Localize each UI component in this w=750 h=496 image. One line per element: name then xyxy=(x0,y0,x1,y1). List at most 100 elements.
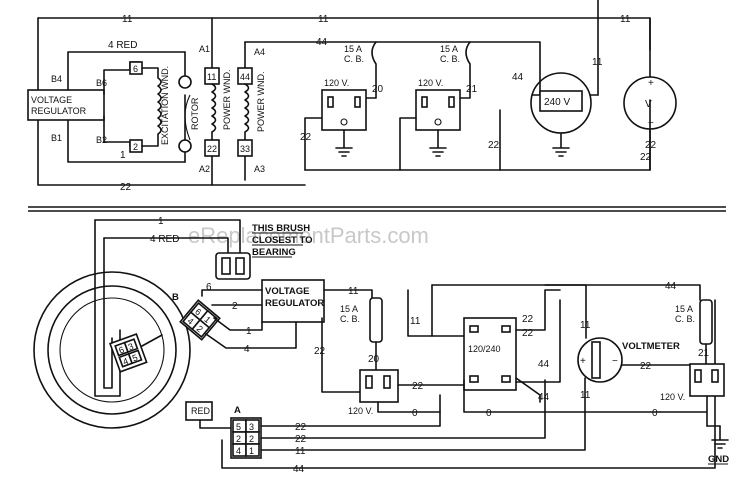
ground-symbol-1 xyxy=(335,129,353,157)
wire-22-reg xyxy=(321,317,361,393)
connector-b: 6 1 4 2 xyxy=(179,299,221,341)
wire-4red xyxy=(103,237,229,254)
conn-a-pin-label: 5 xyxy=(236,422,241,432)
rec-slot xyxy=(365,375,373,389)
regulator-label: REGULATOR xyxy=(31,106,87,116)
receptacle-120v-2 xyxy=(415,89,461,131)
red-lead xyxy=(199,419,231,429)
voltmeter-label: V xyxy=(645,99,652,110)
gnd-label: GND xyxy=(708,454,729,465)
rotor-lead xyxy=(141,334,163,347)
bottom-pictorial: eReplacementParts.com 1 4 RED 6 3 4 5 TH xyxy=(33,216,729,475)
wire-44-240 xyxy=(515,377,541,403)
rec-label: 120 V. xyxy=(418,78,443,88)
wire-label: 22 xyxy=(295,422,307,433)
terminal-label: B2 xyxy=(96,135,107,145)
conn-b-pin-label: 1 xyxy=(202,314,212,325)
wire-label: 0 xyxy=(652,408,658,419)
terminal-num: 11 xyxy=(207,72,216,82)
wire-0-rec xyxy=(377,401,441,413)
wire-label: 11 xyxy=(318,14,329,25)
voltage-regulator-box xyxy=(27,89,105,121)
power-wnd-label-2: POWER WND. xyxy=(256,72,266,133)
terminal-num: 22 xyxy=(207,144,217,154)
wire-11-voltmeter xyxy=(597,17,651,78)
wire-label: 11 xyxy=(348,286,359,297)
cb-label: 15 A xyxy=(675,304,693,314)
rec-terminal xyxy=(501,325,511,333)
wire-22-rec1 xyxy=(304,117,323,171)
rec-slot xyxy=(711,369,719,383)
rotor-label: ROTOR xyxy=(190,97,200,130)
terminal-33 xyxy=(237,139,253,157)
wire-22-rec2 xyxy=(399,117,417,171)
power-wnd-label: POWER WND. xyxy=(222,70,232,131)
rec-ground-pin xyxy=(340,118,348,126)
wire-label: 44 xyxy=(512,72,524,83)
power-winding-1 xyxy=(211,83,217,141)
minus-sign: − xyxy=(648,118,654,129)
wire-4-red xyxy=(67,51,186,91)
wire-1 xyxy=(67,119,186,163)
wire-label: 11 xyxy=(410,316,421,327)
voltmeter-bottom xyxy=(577,337,623,383)
wire-1-b xyxy=(213,317,263,331)
plus-sign: + xyxy=(580,356,586,367)
rec-slot xyxy=(421,96,428,108)
voltmeter-leads xyxy=(597,0,651,51)
conn-b-label: B xyxy=(172,292,179,303)
cb-label: C. B. xyxy=(675,314,695,324)
rec-label: 120 V. xyxy=(660,392,685,402)
rec-terminal xyxy=(469,325,479,333)
wire-label: 11 xyxy=(620,14,631,25)
wire-label: 2 xyxy=(232,301,238,312)
wire-label: 22 xyxy=(295,434,307,445)
exc-wnd-label: EXCITATION WND. xyxy=(160,66,170,145)
wire-6-b xyxy=(201,289,263,297)
cb1-switch xyxy=(365,41,377,99)
wire-4red-loop xyxy=(103,237,113,389)
rotor-pin-label: 5 xyxy=(131,352,139,363)
top-schematic: 11 11 11 22 VOLTAGE REGULATOR B4 B1 4 RE… xyxy=(27,0,677,193)
wire-label: 0 xyxy=(486,408,492,419)
regulator-label: REGULATOR xyxy=(265,298,324,309)
voltmeter-face xyxy=(591,341,601,379)
rec240-label: 120/240 xyxy=(468,344,501,354)
brush-note-underline xyxy=(252,232,303,258)
ground-symbol-3 xyxy=(552,132,570,157)
rec-terminal xyxy=(501,375,511,383)
rec240-label-box xyxy=(539,90,583,112)
terminal-label: A2 xyxy=(199,164,210,174)
brush-note: BEARING xyxy=(252,247,296,258)
cb-label: 15 A xyxy=(340,304,358,314)
wire-22-a1 xyxy=(260,394,441,427)
wire-44-top xyxy=(544,284,701,301)
cb-label: C. B. xyxy=(440,54,460,64)
rotor-pin-label: 6 xyxy=(117,345,125,356)
terminal-label: B4 xyxy=(51,74,62,84)
rotor-brush-bottom xyxy=(178,139,192,153)
wire-label: 20 xyxy=(372,84,384,95)
conn-a-pin-label: 3 xyxy=(249,422,254,432)
rec-slot xyxy=(327,96,334,108)
wire-label: 22 xyxy=(522,328,534,339)
stator-outer xyxy=(33,271,191,429)
conn-a-pin xyxy=(245,443,260,457)
terminal-label: B6 xyxy=(96,78,107,88)
rec-slot xyxy=(694,369,702,383)
wire-22-a2 xyxy=(260,379,546,439)
rec-ground-pin xyxy=(434,118,442,126)
wire-label: 11 xyxy=(122,14,133,25)
terminal-num: 6 xyxy=(133,64,138,74)
wire-label: 44 xyxy=(293,464,305,475)
ground-symbol-bottom xyxy=(711,425,729,449)
terminal-num: 33 xyxy=(240,144,250,154)
rotor-coil xyxy=(184,94,191,141)
brush-note: THIS BRUSH xyxy=(252,223,310,234)
conn-a-label: A xyxy=(234,405,241,416)
wire-label: 22 xyxy=(412,381,424,392)
wire-label: 22 xyxy=(522,314,534,325)
rec240-label: 240 V xyxy=(544,97,570,108)
rec-slot xyxy=(354,96,361,108)
wire-label: 11 xyxy=(592,57,603,68)
